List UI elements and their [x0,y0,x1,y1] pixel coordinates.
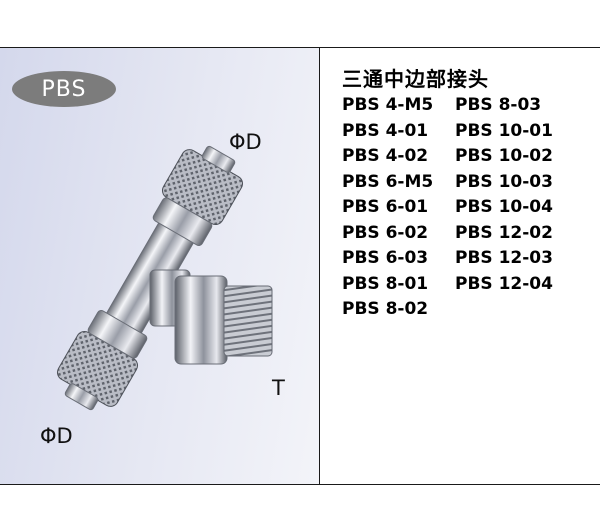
model-item: PBS 10-04 [455,197,553,217]
model-item: PBS 4-02 [342,146,429,166]
model-list: PBS 4-M5 PBS 8-03 PBS 4-01 PBS 10-01 PBS… [342,93,582,322]
model-item: PBS 8-02 [342,299,429,319]
product-name: 三通中边部接头 [342,67,489,91]
model-item: PBS 10-02 [455,146,553,166]
model-item: PBS 12-03 [455,248,553,268]
model-item: PBS 6-02 [342,222,429,243]
model-item: PBS 6-03 [342,248,429,268]
model-item: PBS 4-M5 [342,95,434,115]
model-item: PBS 6-M5 [342,171,434,192]
spec-panel: 三通中边部接头 PBS 4-M5 PBS 8-03 PBS 4-01 PBS 1… [320,48,600,484]
model-item: PBS 10-03 [455,171,553,192]
vertical-divider [319,48,320,484]
tee-fitting-image [56,145,273,411]
model-item: PBS 6-01 [342,197,429,217]
model-item: PBS 8-01 [342,273,429,294]
product-card: PBS ΦD ΦD T 三通中边部接头 PBS 4-M5 PBS 8-03 PB… [0,47,600,485]
model-item: PBS 4-01 [342,120,429,141]
thread-label: T [272,376,285,400]
model-item: PBS 10-01 [455,120,553,141]
bottom-diameter-label: ΦD [40,424,73,448]
model-item: PBS 12-02 [455,222,553,243]
product-photo: PBS ΦD ΦD T [0,48,319,484]
top-diameter-label: ΦD [229,130,262,154]
model-item: PBS 12-04 [455,273,553,294]
model-item: PBS 8-03 [455,95,542,115]
series-badge: PBS [12,71,116,107]
